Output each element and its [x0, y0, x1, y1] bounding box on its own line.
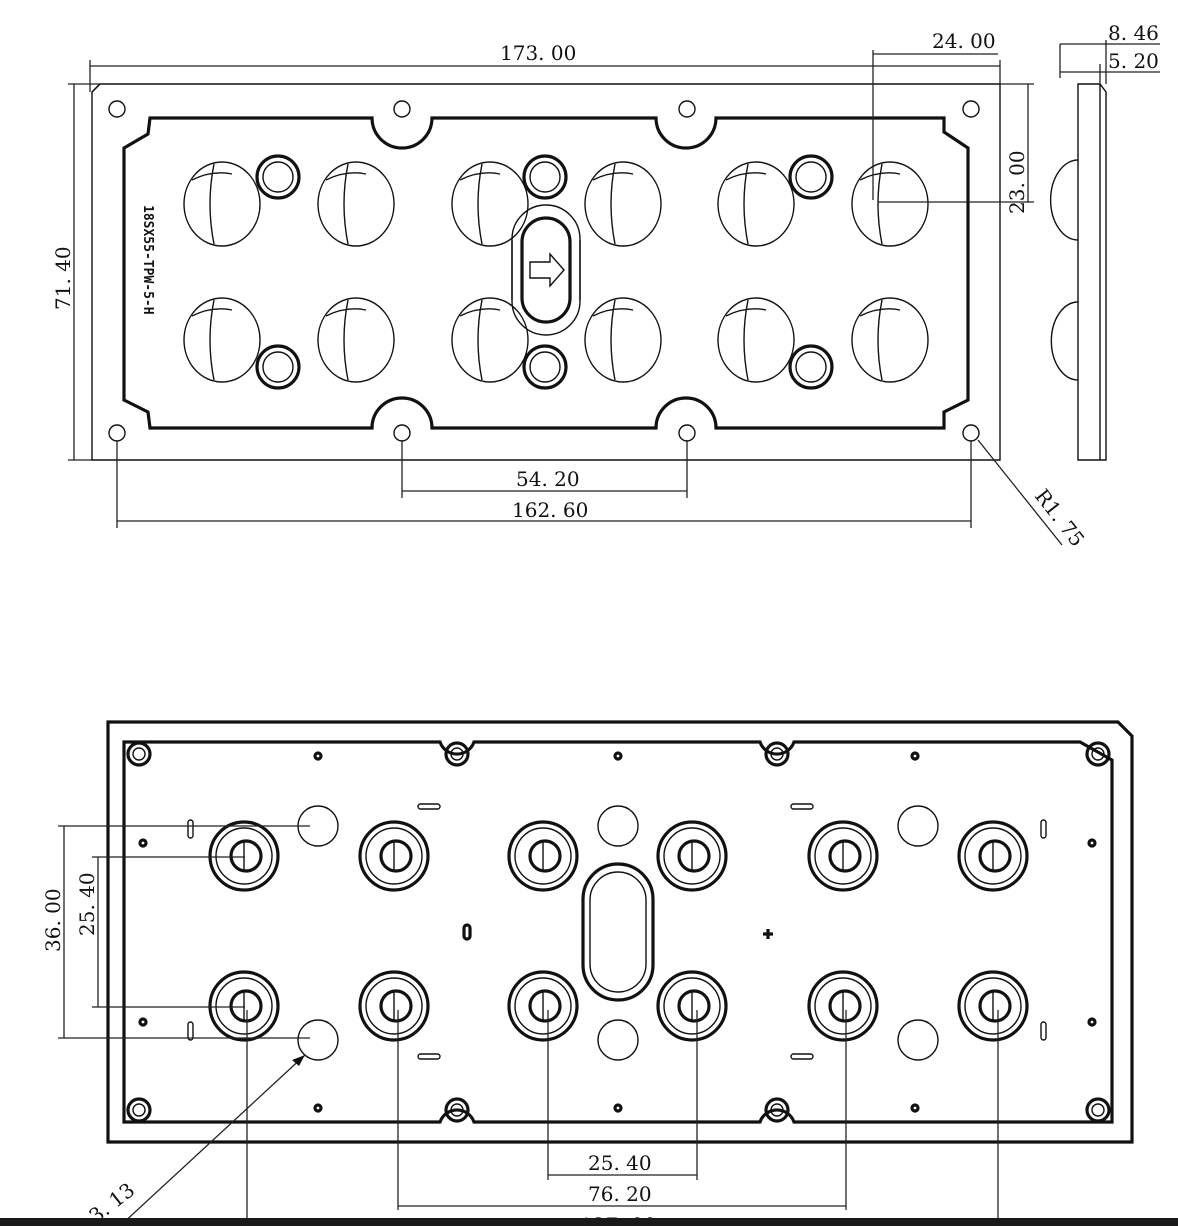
lens [317, 161, 395, 247]
bottom-dots [138, 751, 1097, 1113]
bottom-edge-bar [0, 1218, 1178, 1226]
dim-hole-span-label: 162. 60 [512, 498, 588, 522]
bottom-extension-lines [246, 1010, 999, 1226]
lens [451, 297, 529, 383]
top-view-outline [91, 83, 1001, 461]
dim-hole-pitch: 54. 20 [401, 440, 688, 498]
lens [851, 161, 929, 247]
part-marking: 18SX55-TPW-5-H [140, 205, 155, 315]
lens-seat [208, 820, 280, 892]
lens [717, 161, 795, 247]
lens-seat [507, 820, 579, 892]
dim-offset-label: 24. 00 [932, 29, 996, 53]
top-view: 18SX55-TPW-5-H 173. 00 71. 40 24. 00 23. [51, 29, 1090, 551]
dim-offset-v-label: 23. 00 [1005, 150, 1029, 214]
lens-seat [957, 820, 1029, 892]
dim-hole-pitch-label: 54. 20 [516, 467, 580, 491]
dim-bottom-pitch-label: 25. 40 [588, 1151, 652, 1175]
side-thickness-total: 8. 46 [1108, 21, 1159, 45]
lens-seat [656, 820, 728, 892]
dim-radius: R1. 75 [977, 439, 1090, 551]
lens-seat [507, 970, 579, 1042]
lens-seat [807, 970, 879, 1042]
dim-height-label: 71. 40 [51, 246, 75, 310]
bottom-lens-seats [208, 820, 1029, 1042]
lens-seat [208, 970, 280, 1042]
lens [584, 161, 662, 247]
dim-bottom-inner-label: 25. 40 [75, 872, 99, 936]
dim-width: 173. 00 [89, 41, 1001, 92]
lens [451, 161, 529, 247]
bottom-slots [187, 803, 1047, 1060]
bottom-corner-holes [126, 741, 1111, 1123]
dim-offset: 24. 00 [872, 29, 998, 200]
dim-offset-v: 23. 00 [878, 83, 1034, 214]
bottom-view-outline [106, 720, 1134, 1144]
dim-radius-label: R1. 75 [1030, 484, 1090, 551]
ring-bosses [255, 154, 834, 390]
lens [851, 297, 929, 383]
dim-width-label: 173. 00 [500, 41, 576, 65]
center-slot [511, 204, 581, 336]
lens [317, 297, 395, 383]
lens-seat [358, 970, 430, 1042]
lens [183, 161, 261, 247]
dim-bottom-outer: 36. 00 [41, 825, 310, 1039]
dim-hole-span: 162. 60 [116, 440, 972, 528]
lens-seat [358, 820, 430, 892]
lens [717, 297, 795, 383]
dim-bottom-outer-label: 36. 00 [41, 888, 65, 952]
lens-seat [957, 970, 1029, 1042]
bottom-view-recess [122, 740, 1114, 1124]
lens [584, 297, 662, 383]
dim-height: 71. 40 [51, 83, 100, 461]
lens [183, 297, 261, 383]
dim-bottom-inner: 25. 40 [75, 856, 245, 1008]
bottom-center-oval [581, 862, 655, 1002]
top-view-recess [122, 116, 970, 430]
bottom-view: 36. 00 25. 40 25. 40 76. 20 127. 00 3. [41, 720, 1134, 1226]
top-lenses [183, 161, 929, 383]
side-thickness-base: 5. 20 [1108, 49, 1159, 73]
lens-seat [807, 820, 879, 892]
lens-seat [656, 970, 728, 1042]
side-view: 8. 46 5. 20 [1049, 21, 1160, 461]
dim-bottom-span-label: 76. 20 [588, 1182, 652, 1206]
mounting-holes [108, 100, 980, 442]
